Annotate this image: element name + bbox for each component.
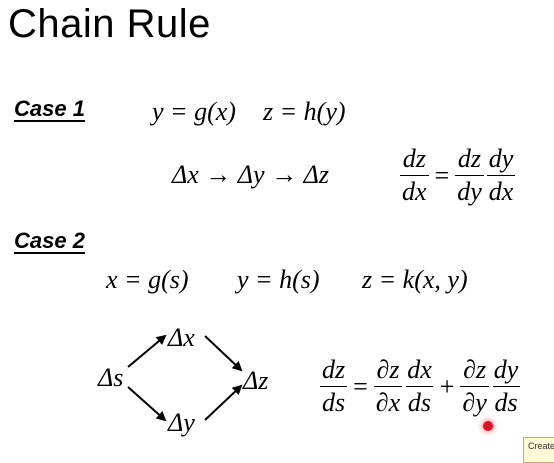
arrow-s-to-x	[127, 334, 167, 368]
case1-chain: Δx → Δy → Δz	[172, 160, 329, 189]
diagram-node-s: Δs	[98, 363, 124, 392]
fraction: dy ds	[492, 355, 520, 417]
case2-derivative: dz ds = ∂z ∂x dx ds + ∂z ∂y dy ds	[320, 355, 520, 417]
diagram-node-y: Δy	[168, 408, 195, 437]
fraction: dy dx	[486, 144, 516, 206]
arrow-s-to-y	[127, 386, 167, 422]
case1-derivative: dz dx = dz dy dy dx	[400, 144, 516, 206]
chain-diagram	[127, 334, 243, 422]
case2-eq-y: y = h(s)	[237, 265, 320, 294]
diagram-node-x: Δx	[168, 323, 195, 352]
case1-eq-z: z = h(y)	[263, 97, 346, 126]
fraction: dz dx	[400, 144, 429, 206]
slide-title: Chain Rule	[8, 2, 211, 46]
arrow-y-to-z	[204, 384, 243, 421]
case1-label: Case 1	[14, 96, 85, 121]
arrow-x-to-z	[204, 335, 243, 372]
fraction: dx ds	[405, 355, 434, 417]
fraction: ∂z ∂y	[460, 355, 489, 417]
laser-pointer-icon	[483, 421, 493, 431]
fraction: ∂z ∂x	[373, 355, 403, 417]
fraction: dz ds	[320, 355, 348, 417]
case2-label: Case 2	[14, 228, 85, 253]
diagram-node-z: Δz	[243, 366, 269, 395]
fraction: dz dy	[455, 144, 484, 206]
case2-eq-z: z = k(x, y)	[362, 265, 468, 294]
case1-eq-y: y = g(x)	[152, 97, 236, 126]
case2-eq-x: x = g(s)	[106, 265, 189, 294]
tooltip: Create http:/	[523, 437, 554, 463]
